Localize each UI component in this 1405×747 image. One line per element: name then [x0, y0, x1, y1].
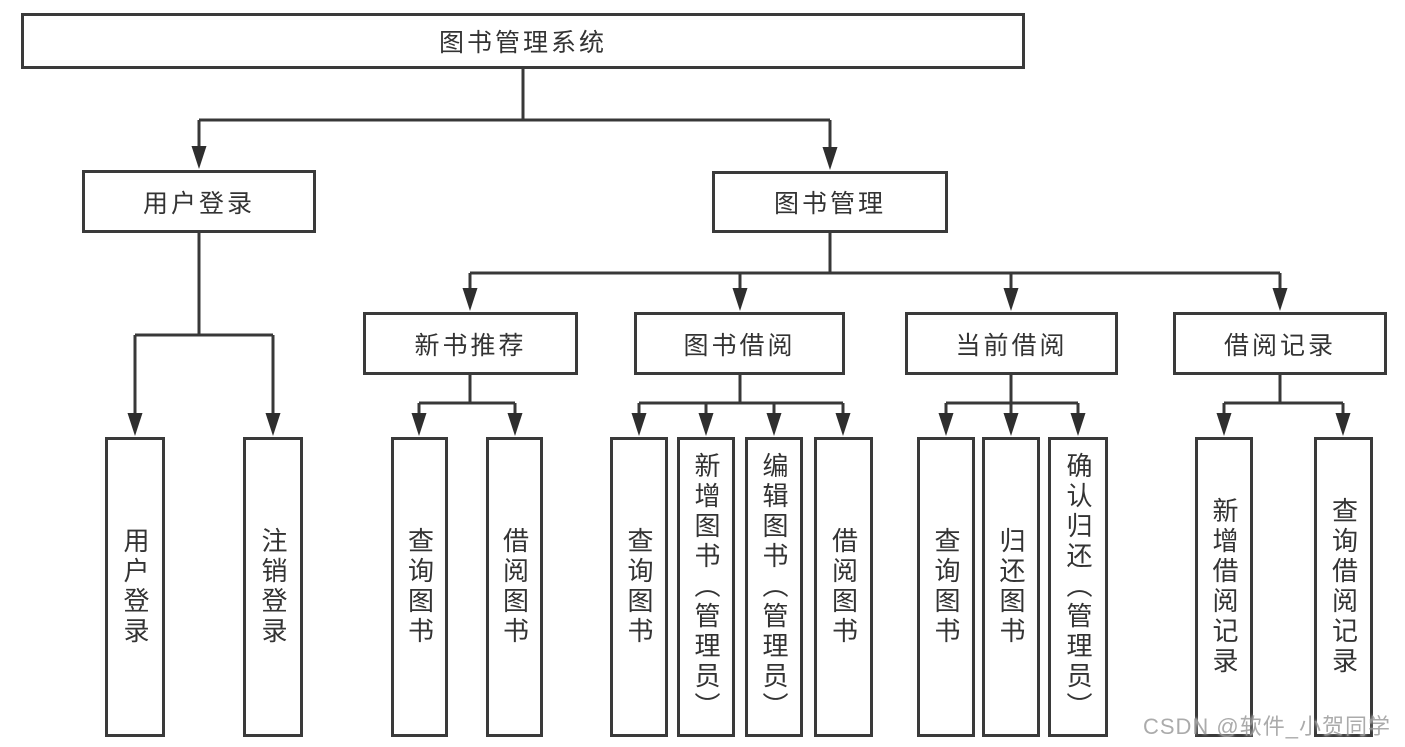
- node-new-books: 新书推荐: [363, 312, 578, 375]
- connector-records-branch: [1216, 375, 1351, 436]
- connector-new-books-branch: [411, 375, 523, 436]
- leaf-records-query: 查询借阅记录: [1314, 437, 1373, 737]
- leaf-newbooks-borrow-label: 借阅图书: [499, 527, 530, 647]
- leaf-user-login: 用户登录: [105, 437, 165, 737]
- node-current-label: 当前借阅: [955, 331, 1068, 360]
- node-root-label: 图书管理系统: [438, 29, 607, 57]
- leaf-current-return-label: 归还图书: [996, 527, 1026, 647]
- node-new-books-label: 新书推荐: [414, 331, 527, 360]
- leaf-records-query-label: 查询借阅记录: [1328, 497, 1359, 677]
- connector-borrowing-branch: [631, 375, 851, 436]
- leaf-current-query-label: 查询图书: [931, 527, 961, 647]
- node-records: 借阅记录: [1173, 312, 1387, 375]
- leaf-logout: 注销登录: [243, 437, 303, 737]
- connector-user-login-branch: [127, 233, 281, 436]
- node-records-label: 借阅记录: [1223, 331, 1336, 360]
- leaf-logout-label: 注销登录: [258, 527, 288, 647]
- node-user-login: 用户登录: [82, 170, 316, 233]
- leaf-borrowing-add-label: 新增图书（管理员）: [691, 452, 721, 722]
- leaf-newbooks-query-label: 查询图书: [404, 527, 435, 647]
- leaf-records-add: 新增借阅记录: [1195, 437, 1253, 737]
- leaf-borrowing-edit: 编辑图书（管理员）: [745, 437, 803, 737]
- leaf-current-return: 归还图书: [982, 437, 1040, 737]
- connector-book-mgmt-to-level3: [462, 233, 1288, 311]
- connector-current-branch: [938, 375, 1086, 436]
- node-borrowing-label: 图书借阅: [683, 331, 796, 360]
- csdn-watermark: CSDN @软件_小贺同学: [1142, 714, 1391, 739]
- leaf-borrowing-edit-label: 编辑图书（管理员）: [759, 452, 789, 722]
- leaf-borrowing-borrow-label: 借阅图书: [828, 527, 859, 647]
- leaf-borrowing-add: 新增图书（管理员）: [677, 437, 735, 737]
- leaf-records-add-label: 新增借阅记录: [1209, 497, 1239, 677]
- node-root: 图书管理系统: [21, 13, 1025, 69]
- node-user-login-label: 用户登录: [142, 189, 255, 218]
- node-book-mgmt: 图书管理: [712, 171, 948, 233]
- leaf-current-confirm-label: 确认归还（管理员）: [1063, 452, 1093, 722]
- connector-root-to-level2: [191, 69, 838, 170]
- leaf-user-login-label: 用户登录: [120, 527, 150, 647]
- node-current: 当前借阅: [905, 312, 1118, 375]
- node-borrowing: 图书借阅: [634, 312, 845, 375]
- leaf-newbooks-borrow: 借阅图书: [486, 437, 543, 737]
- leaf-borrowing-query: 查询图书: [610, 437, 668, 737]
- leaf-borrowing-query-label: 查询图书: [624, 527, 654, 647]
- leaf-newbooks-query: 查询图书: [391, 437, 448, 737]
- leaf-current-query: 查询图书: [917, 437, 975, 737]
- leaf-borrowing-borrow: 借阅图书: [814, 437, 873, 737]
- leaf-current-confirm: 确认归还（管理员）: [1048, 437, 1108, 737]
- node-book-mgmt-label: 图书管理: [773, 190, 886, 218]
